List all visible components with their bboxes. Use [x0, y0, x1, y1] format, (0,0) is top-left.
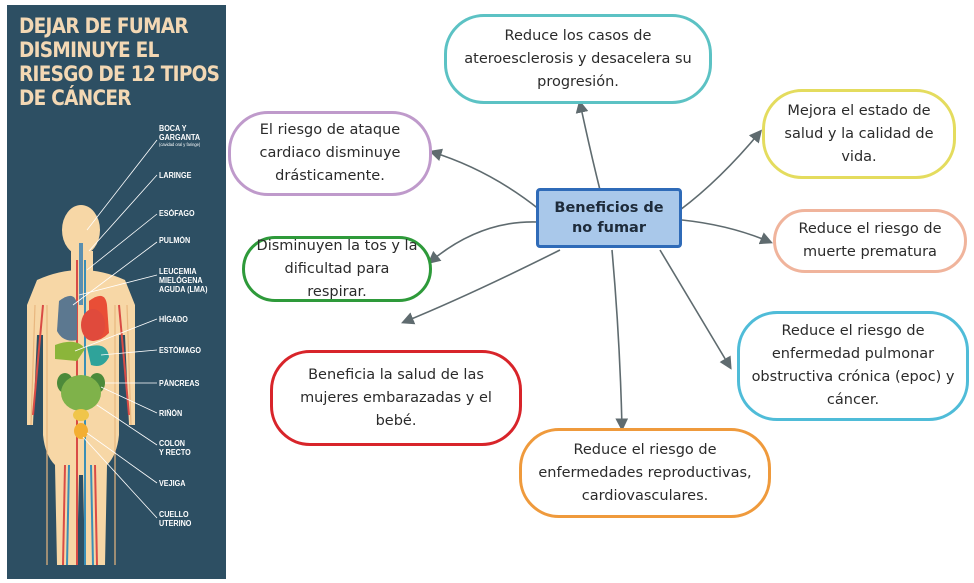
node-ateroesclerosis: Reduce los casos de ateroesclerosis y de… [444, 14, 712, 104]
label-higado: HÍGADO [159, 315, 188, 324]
node-epoc: Reduce el riesgo de enfermedad pulmonar … [737, 311, 969, 421]
connector-embarazadas [401, 249, 561, 325]
label-boca-garganta: BOCA Y GARGANTA (cavidad oral y faringe) [159, 124, 201, 147]
label-pancreas: PÁNCREAS [159, 379, 200, 388]
label-cuello-uterino: CUELLO UTERINO [159, 510, 192, 528]
label-vejiga: VEJIGA [159, 479, 186, 488]
node-calidad-vida: Mejora el estado de salud y la calidad d… [762, 89, 956, 179]
connector-epoc [659, 249, 732, 370]
node-reproductivas: Reduce el riesgo de enfermedades reprodu… [519, 428, 771, 518]
node-embarazadas: Beneficia la salud de las mujeres embara… [270, 350, 522, 446]
label-esofago: ESÓFAGO [159, 209, 195, 218]
infographic-title: DEJAR DE FUMAR DISMINUYE EL RIESGO DE 12… [19, 14, 220, 110]
cancer-infographic: DEJAR DE FUMAR DISMINUYE EL RIESGO DE 12… [7, 5, 226, 579]
label-estomago: ESTÓMAGO [159, 346, 202, 355]
label-colon-recto: COLON Y RECTO [159, 439, 191, 457]
label-pulmon: PULMÓN [159, 236, 191, 245]
node-muerte-prematura: Reduce el riesgo de muerte prematura [773, 209, 967, 273]
connector-ateroesclerosis [575, 99, 601, 191]
connector-ataque-cardiaco [428, 148, 541, 211]
node-ataque-cardiaco: El riesgo de ataque cardiaco disminuye d… [228, 111, 432, 196]
connector-reproductivas [611, 249, 629, 432]
human-body-illustration [27, 139, 158, 566]
connector-tos [427, 221, 539, 265]
label-leucemia: LEUCEMIA MIELÓGENA AGUDA (LMA) [159, 267, 208, 294]
center-node-beneficios: Beneficios de no fumar [536, 188, 682, 248]
label-laringe: LARINGE [159, 171, 192, 180]
label-rinon: RIÑÓN [159, 409, 183, 418]
connector-muerte-prematura [681, 219, 773, 245]
connector-calidad-vida [679, 129, 763, 211]
node-tos: Disminuyen la tos y la dificultad para r… [242, 236, 432, 302]
